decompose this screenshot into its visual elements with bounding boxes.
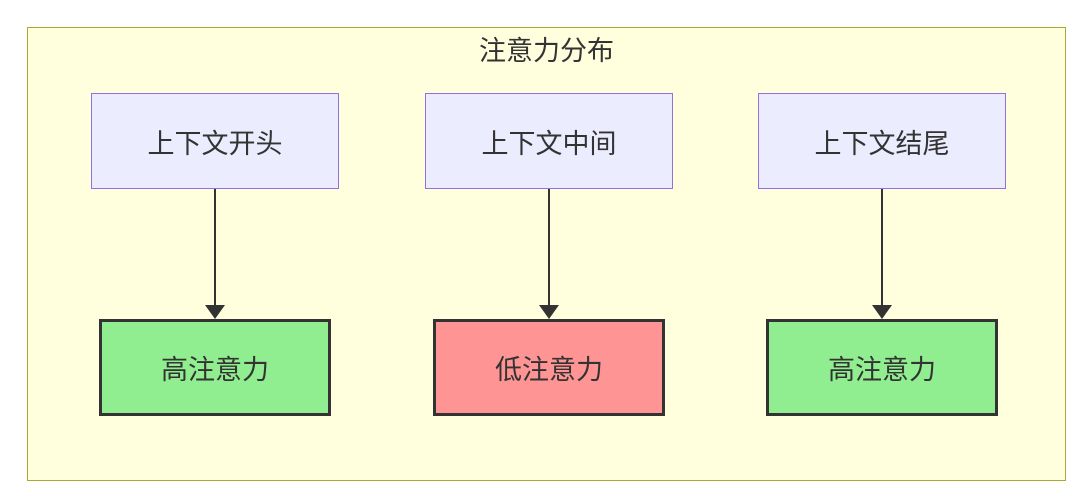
- node-label: 上下文结尾: [814, 128, 950, 159]
- node-label: 上下文开头: [147, 128, 283, 159]
- node-label: 低注意力: [495, 355, 603, 385]
- node-context-beginning: 上下文开头: [91, 93, 339, 189]
- arrowhead-icon: [205, 305, 225, 319]
- node-low-attention: 低注意力: [433, 319, 665, 416]
- node-label: 高注意力: [161, 355, 269, 385]
- node-label: 上下文中间: [481, 128, 617, 159]
- node-high-attention-left: 高注意力: [99, 319, 331, 416]
- node-context-end: 上下文结尾: [758, 93, 1006, 189]
- diagram-title: 注意力分布: [479, 36, 614, 66]
- edge-begin-to-high: [205, 189, 225, 319]
- edge-middle-to-low: [539, 189, 559, 319]
- arrowhead-icon: [872, 305, 892, 319]
- node-high-attention-right: 高注意力: [766, 319, 998, 416]
- node-label: 高注意力: [828, 355, 936, 385]
- edge-end-to-high: [872, 189, 892, 319]
- node-context-middle: 上下文中间: [425, 93, 673, 189]
- attention-distribution-group: 注意力分布 上下文开头 上下文中间 上下文结尾 高注意力: [27, 27, 1066, 481]
- arrowhead-icon: [539, 305, 559, 319]
